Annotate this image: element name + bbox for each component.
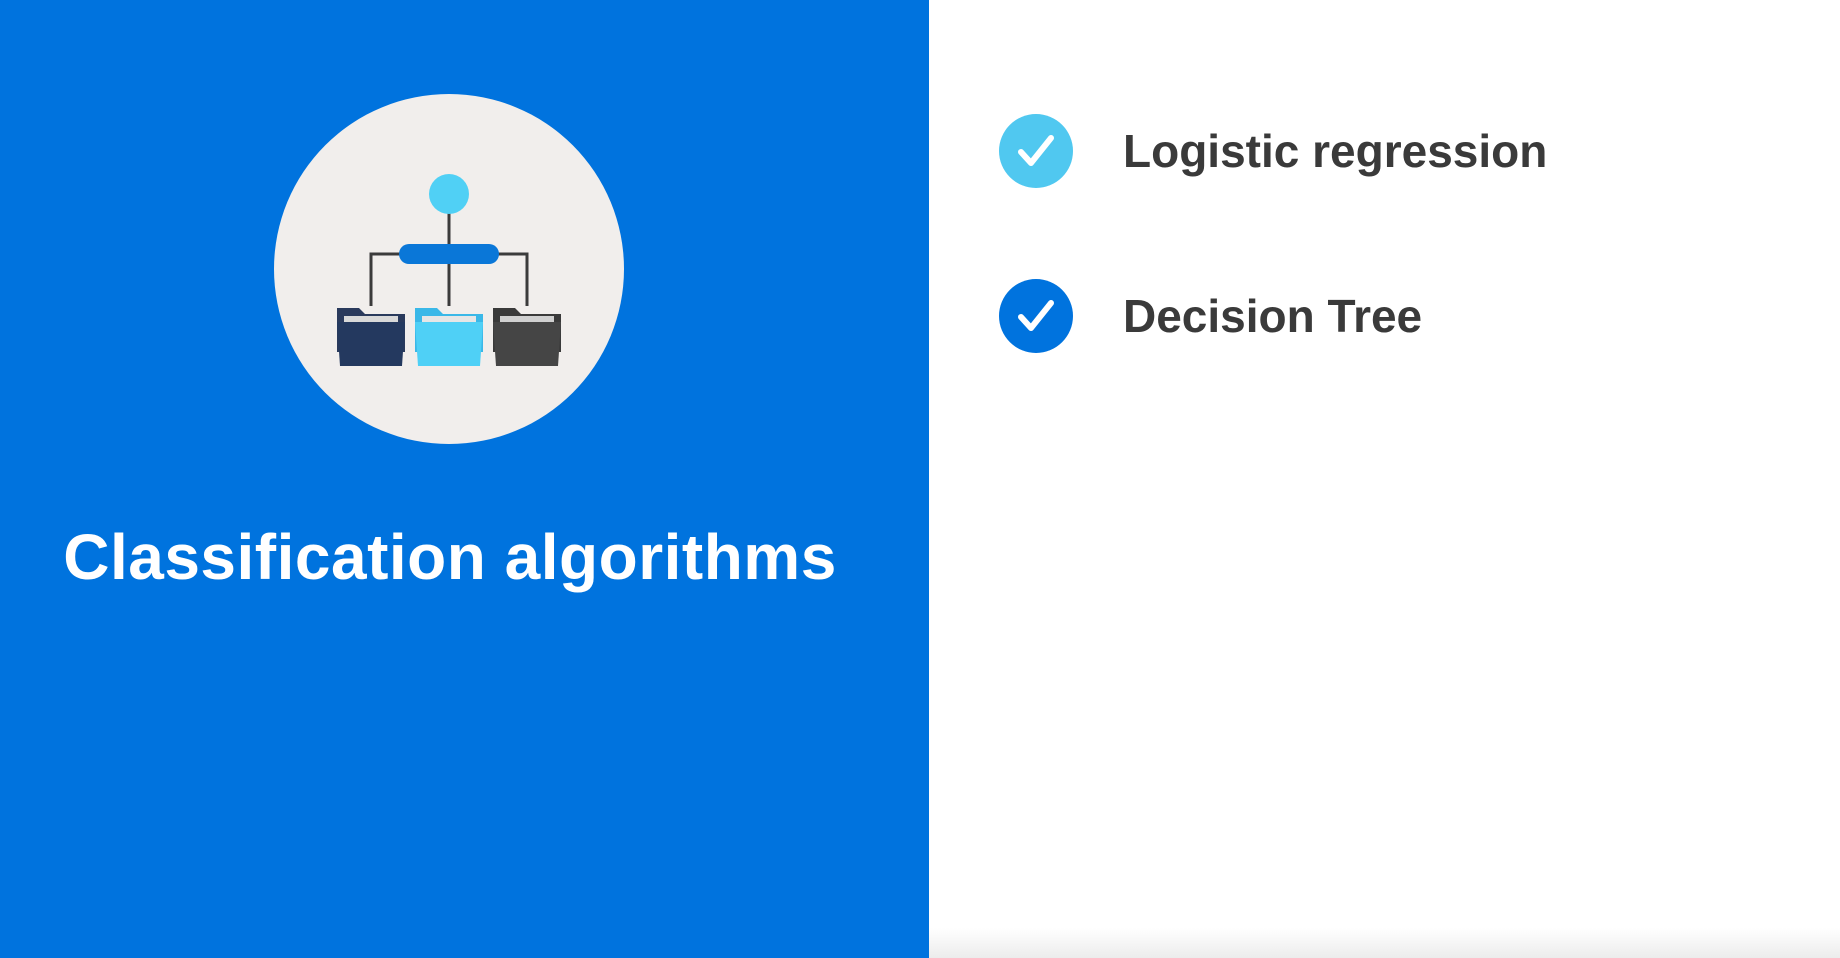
bottom-shade [929,928,1840,958]
hierarchy-folders-icon [337,174,561,366]
item-label: Logistic regression [1123,125,1548,177]
check-icon [1018,300,1054,331]
hero-icon-circle [274,94,624,444]
check-badge [999,279,1073,353]
right-panel: Logistic regression Decision Tree [929,0,1840,958]
slide-title: Classification algorithms [63,521,837,593]
check-icon [1018,135,1054,166]
check-badge [999,114,1073,188]
item-label: Decision Tree [1123,290,1423,342]
list-item-logistic-regression: Logistic regression [999,114,1547,188]
list-item-decision-tree: Decision Tree [999,279,1422,353]
left-panel: Classification algorithms [0,0,929,958]
